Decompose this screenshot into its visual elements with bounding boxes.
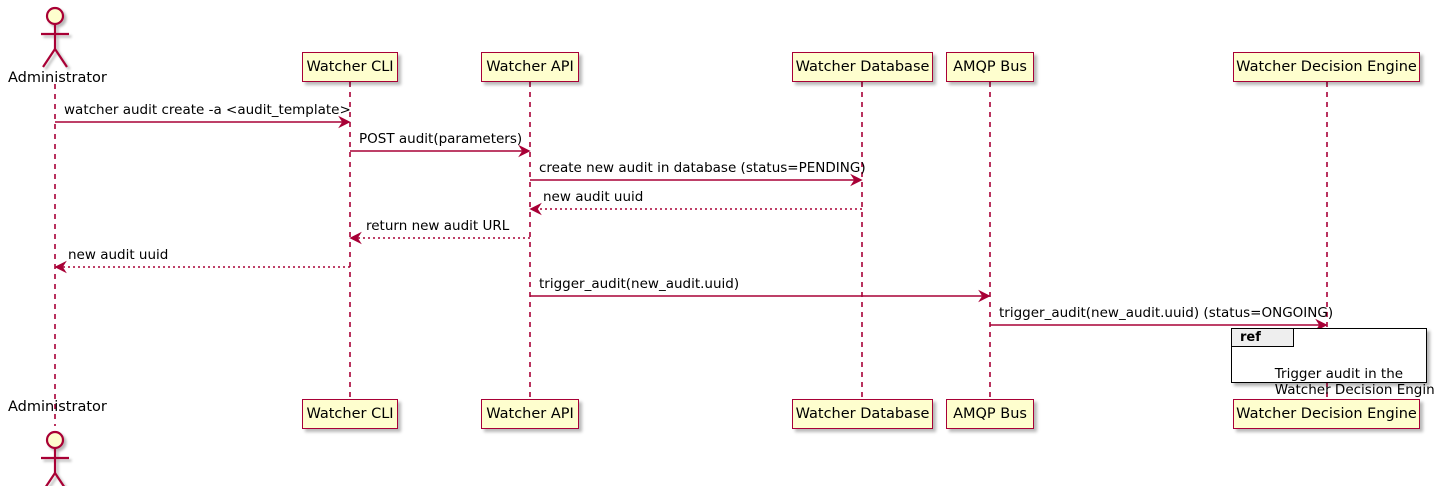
message-label-8: trigger_audit(new_audit.uuid) (status=ON… (999, 305, 1333, 321)
participant-box-top-amqp-bus[interactable]: AMQP Bus (946, 52, 1034, 82)
actor-figure-administrator (41, 6, 69, 68)
participant-box-top-watcher-api[interactable]: Watcher API (481, 52, 579, 82)
actor-leg-right (54, 48, 68, 68)
message-arrowhead-3 (850, 173, 863, 187)
actor-head (45, 6, 65, 26)
actor-label-administrator-top: Administrator (8, 70, 107, 86)
message-arrowhead-1 (338, 115, 351, 129)
message-label-6: new audit uuid (68, 247, 168, 263)
ref-fragment-line-1: Trigger audit in the (1249, 350, 1403, 398)
message-label-4: new audit uuid (543, 189, 643, 205)
participant-box-bottom-watcher-cli[interactable]: Watcher CLI (302, 399, 398, 429)
participant-label: Watcher CLI (306, 406, 394, 422)
message-label-1: watcher audit create -a <audit_template> (64, 102, 351, 118)
message-text: POST audit(parameters) (359, 131, 523, 147)
ref-fragment-line-2: Watcher Decision Engine (1249, 366, 1434, 414)
participant-box-bottom-watcher-database[interactable]: Watcher Database (792, 399, 933, 429)
message-label-3: create new audit in database (status=PEN… (539, 160, 866, 176)
actor-leg-left (45, 472, 56, 486)
ref-fragment-tab: ref (1232, 329, 1294, 347)
participant-label: Watcher CLI (306, 59, 394, 75)
message-text: create new audit in database (status=PEN… (539, 160, 866, 176)
ref-fragment-trigger-audit[interactable]: ref Trigger audit in the Watcher Decisio… (1231, 328, 1434, 398)
message-text: new audit uuid (68, 247, 169, 263)
ref-text: Trigger audit in the (1274, 366, 1404, 382)
participant-label: Watcher API (486, 406, 574, 422)
participant-label: Watcher Decision Engine (1236, 406, 1417, 422)
participant-box-top-watcher-decision-engine[interactable]: Watcher Decision Engine (1233, 52, 1420, 82)
actor-name: Administrator (8, 70, 107, 86)
message-arrowhead-6 (54, 260, 67, 274)
participant-box-bottom-watcher-decision-engine[interactable]: Watcher Decision Engine (1233, 399, 1420, 429)
participant-box-bottom-amqp-bus[interactable]: AMQP Bus (946, 399, 1034, 429)
actor-label-administrator-bottom: Administrator (8, 399, 107, 415)
ref-tab-label: ref (1240, 330, 1261, 345)
participant-label: Watcher Database (795, 406, 930, 422)
actor-figure-administrator (41, 430, 69, 486)
actor-head (45, 430, 65, 450)
message-arrowhead-5 (349, 231, 362, 245)
actor-name: Administrator (8, 399, 107, 415)
message-text: trigger_audit(new_audit.uuid) (status=ON… (999, 305, 1334, 321)
participant-box-bottom-watcher-api[interactable]: Watcher API (481, 399, 579, 429)
ref-text: Watcher Decision Engine (1274, 382, 1434, 398)
message-text: new audit uuid (543, 189, 644, 205)
actor-leg-right (54, 472, 65, 486)
message-label-5: return new audit URL (366, 218, 509, 234)
participant-label: Watcher API (486, 59, 574, 75)
message-text: return new audit URL (366, 218, 510, 234)
actor-leg-left (42, 48, 56, 68)
participant-label: Watcher Database (795, 59, 930, 75)
participant-label: Watcher Decision Engine (1236, 59, 1417, 75)
message-text: watcher audit create -a <audit_template> (64, 102, 351, 118)
message-text: trigger_audit(new_audit.uuid) (539, 276, 740, 292)
participant-label: AMQP Bus (953, 59, 1027, 75)
participant-box-top-watcher-database[interactable]: Watcher Database (792, 52, 933, 82)
message-label-7: trigger_audit(new_audit.uuid) (539, 276, 739, 292)
message-arrowhead-4 (529, 202, 542, 216)
message-label-2: POST audit(parameters) (359, 131, 522, 147)
message-arrowhead-7 (978, 289, 991, 303)
participant-box-top-watcher-cli[interactable]: Watcher CLI (302, 52, 398, 82)
participant-label: AMQP Bus (953, 406, 1027, 422)
message-arrowhead-2 (518, 144, 531, 158)
